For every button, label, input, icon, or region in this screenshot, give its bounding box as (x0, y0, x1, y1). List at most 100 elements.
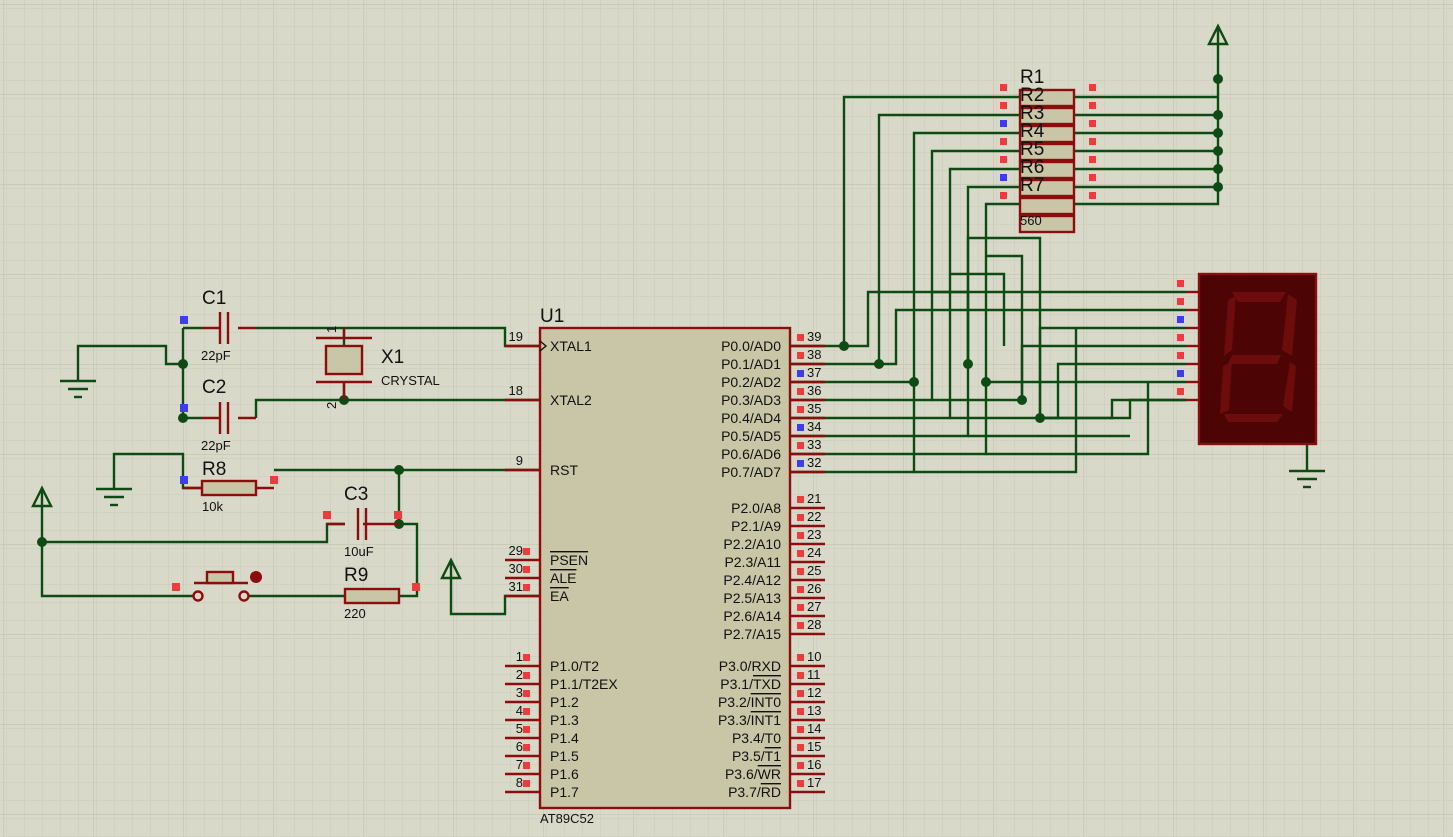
u1-pin-number: 38 (807, 347, 821, 362)
u1-pin-number: 2 (516, 667, 523, 682)
resistor-r8[interactable] (183, 479, 274, 497)
junction-dot (981, 377, 991, 387)
u1-pin-number: 33 (807, 437, 821, 452)
pin-marker (797, 514, 804, 521)
pin-marker (797, 780, 804, 787)
u1-pin-label: P1.4 (550, 730, 579, 746)
wire (40, 506, 198, 598)
pin-marker (523, 690, 530, 697)
resistor-element[interactable] (1018, 124, 1076, 144)
pin-marker (797, 586, 804, 593)
resistor-element[interactable] (1018, 160, 1076, 180)
power-terminal[interactable] (1207, 23, 1229, 46)
capacitor-c1[interactable] (202, 312, 256, 344)
wire (790, 167, 1020, 420)
wire (844, 290, 1186, 348)
wires (40, 44, 1309, 616)
pin-marker (797, 762, 804, 769)
u1-pin-label: P2.1/A9 (731, 518, 781, 534)
power-terminal[interactable] (31, 485, 53, 508)
junction-dot (1213, 146, 1223, 156)
pin-marker (1000, 174, 1007, 181)
u1-pin-number: 25 (807, 563, 821, 578)
u1-pin-label: XTAL2 (550, 392, 592, 408)
u1-pin-label: P2.2/A10 (723, 536, 781, 552)
x1-pin1-number: 1 (324, 326, 339, 333)
capacitor-c2[interactable] (202, 402, 256, 434)
u1-pin-number: 26 (807, 581, 821, 596)
u1-pin-label: P3.2/INT0 (718, 694, 781, 710)
segment-c (1283, 362, 1296, 412)
u1-pin-number: 13 (807, 703, 821, 718)
u1-pin-label: P2.7/A15 (723, 626, 781, 642)
u1-ref: U1 (540, 306, 564, 327)
resistor-element[interactable] (1018, 88, 1076, 108)
resistor-element[interactable] (1018, 106, 1076, 126)
resistor-r9[interactable] (343, 587, 401, 605)
pin-markers (172, 316, 420, 591)
pin-marker (1000, 192, 1007, 199)
clock-input-icon (539, 340, 548, 352)
pin-marker (180, 476, 188, 484)
u1-pin-label: P1.0/T2 (550, 658, 599, 674)
u1-pin-number: 5 (516, 721, 523, 736)
switch-actuator-icon[interactable] (250, 571, 262, 583)
crystal-x1[interactable] (316, 328, 372, 400)
u1-pin-number: 32 (807, 455, 821, 470)
wire (790, 113, 1020, 366)
pin-marker (797, 672, 804, 679)
capacitor-c3[interactable] (327, 508, 399, 540)
pin-marker (523, 566, 530, 573)
u1-pin-label: P1.3 (550, 712, 579, 728)
x1-ref: X1 (381, 347, 404, 368)
junction-dot (178, 359, 188, 369)
segment-b (1282, 294, 1297, 356)
pin-marker (797, 424, 804, 431)
pin-marker (523, 672, 530, 679)
pin-marker (1177, 298, 1184, 305)
c3-value: 10uF (344, 544, 374, 559)
u1-part: AT89C52 (540, 811, 594, 826)
u1-pin-number: 1 (516, 649, 523, 664)
u1-pin-label: ALE (550, 570, 576, 586)
rpack-ref-r4: R4 (1020, 121, 1045, 142)
rpack-ref-r2: R2 (1020, 85, 1044, 106)
u1-pin-number: 12 (807, 685, 821, 700)
seven-segment-display[interactable] (1197, 272, 1318, 446)
u1-pin-number: 18 (509, 383, 523, 398)
resistor-element[interactable] (1018, 178, 1076, 198)
power-terminal[interactable] (440, 557, 462, 580)
u1-pin-label: P0.7/AD7 (721, 464, 781, 480)
resistor-element[interactable] (1018, 196, 1076, 216)
ground-symbol[interactable] (96, 487, 132, 507)
pin-marker (797, 708, 804, 715)
u1-pin-number: 27 (807, 599, 821, 614)
resistor-element[interactable] (1018, 142, 1076, 162)
u1-pin-label: P0.3/AD3 (721, 392, 781, 408)
pin-marker (797, 622, 804, 629)
u1-pin-label: P2.6/A14 (723, 608, 781, 624)
ground-symbol[interactable] (60, 379, 96, 399)
junction-dot (909, 377, 919, 387)
pin-marker (797, 690, 804, 697)
junction-dot (1213, 74, 1223, 84)
pushbutton-switch[interactable] (192, 570, 250, 602)
wire (790, 202, 1020, 456)
ground-symbol[interactable] (1289, 469, 1325, 489)
u1-pin-number: 16 (807, 757, 821, 772)
resistor-element[interactable] (1018, 214, 1076, 234)
pin-marker (1177, 316, 1184, 323)
junction-dot (178, 413, 188, 423)
pin-marker (323, 511, 331, 519)
junction-dot (394, 465, 404, 475)
pin-marker (180, 404, 188, 412)
r9-value: 220 (344, 606, 366, 621)
u1-pin-label: P1.7 (550, 784, 579, 800)
u1-pin-number: 11 (807, 667, 821, 682)
rpack-ref-r1: R1 (1020, 67, 1044, 88)
u1-body[interactable] (538, 326, 792, 810)
rpack-ref-r6: R6 (1020, 157, 1044, 178)
junction-dot (37, 537, 47, 547)
